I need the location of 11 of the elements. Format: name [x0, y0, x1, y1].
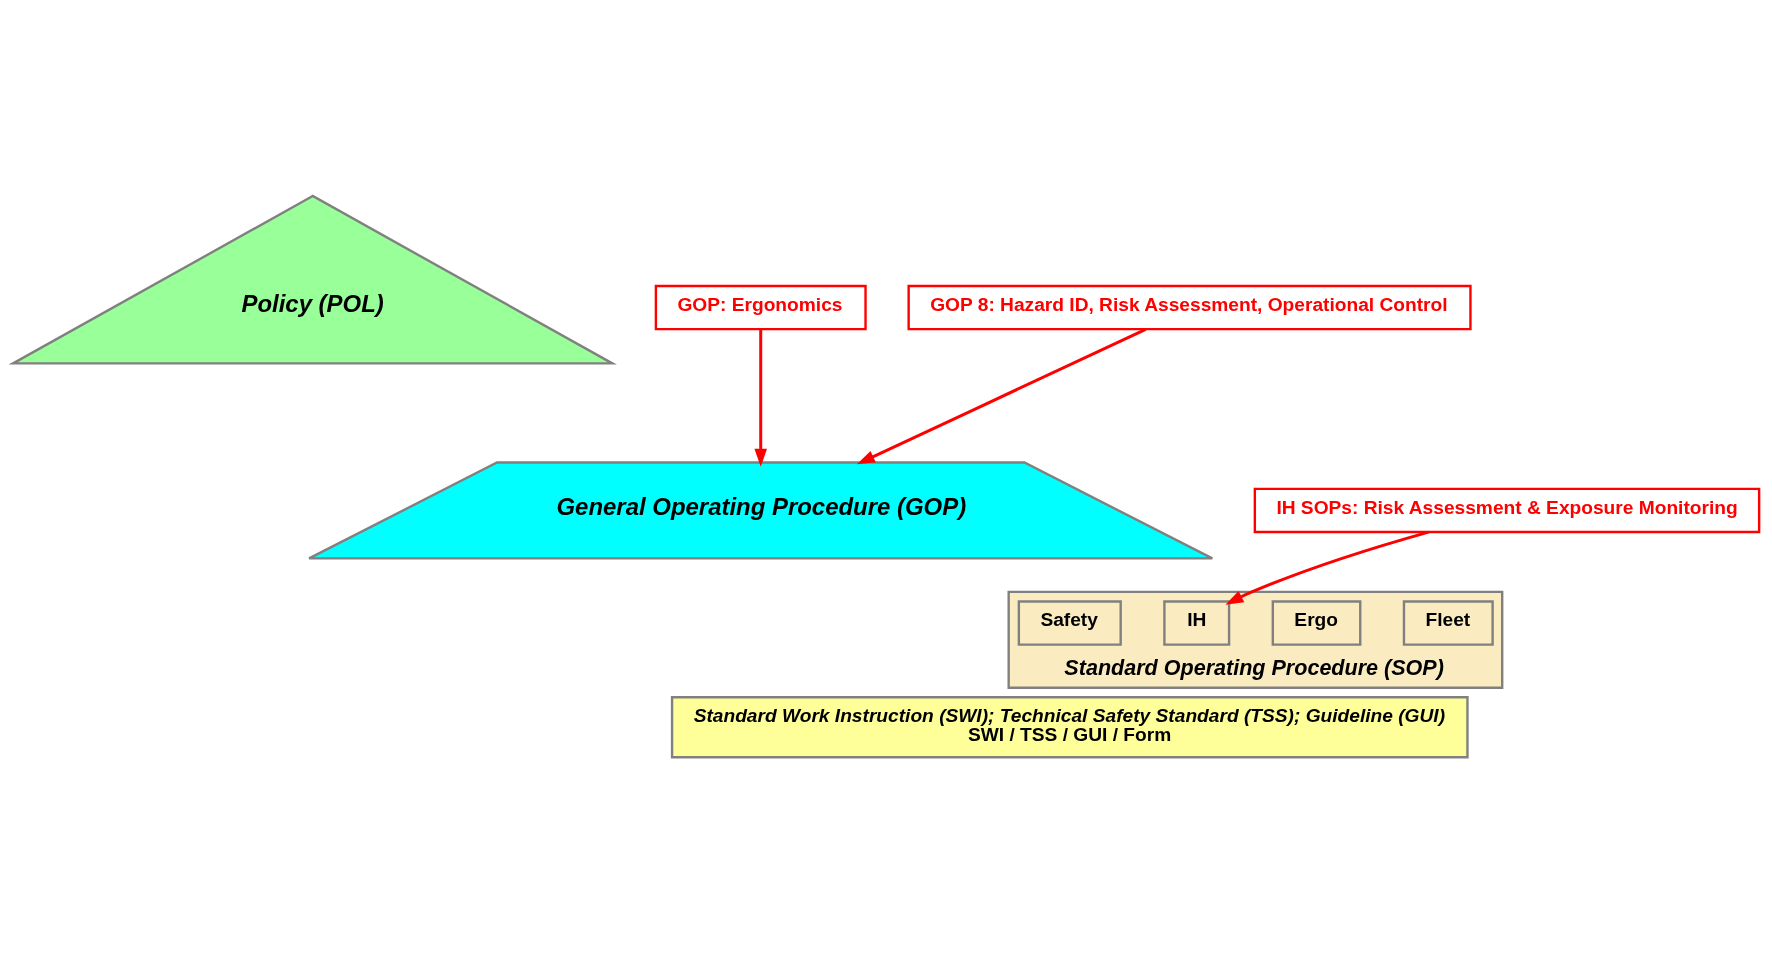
arrow — [754, 329, 767, 467]
arrow — [856, 327, 1147, 465]
node-box: Standard Work Instruction (SWI); Technical Safety Standard (TSS); Guideline (GUI) SWI / TSS / GUI / Form — [670, 696, 1469, 759]
arrow — [1225, 530, 1429, 605]
node-box: GOP 8: Hazard ID, Risk Assessment, Operational Control — [907, 284, 1472, 331]
node-box: IH — [1163, 600, 1231, 646]
node-box: IH SOPs: Risk Assessment & Exposure Monitoring — [1253, 487, 1761, 534]
node-box: Safety — [1017, 600, 1122, 646]
node-box: Fleet — [1402, 600, 1494, 646]
node-box: GOP: Ergonomics — [654, 284, 867, 331]
node-box: Ergo — [1271, 600, 1362, 646]
